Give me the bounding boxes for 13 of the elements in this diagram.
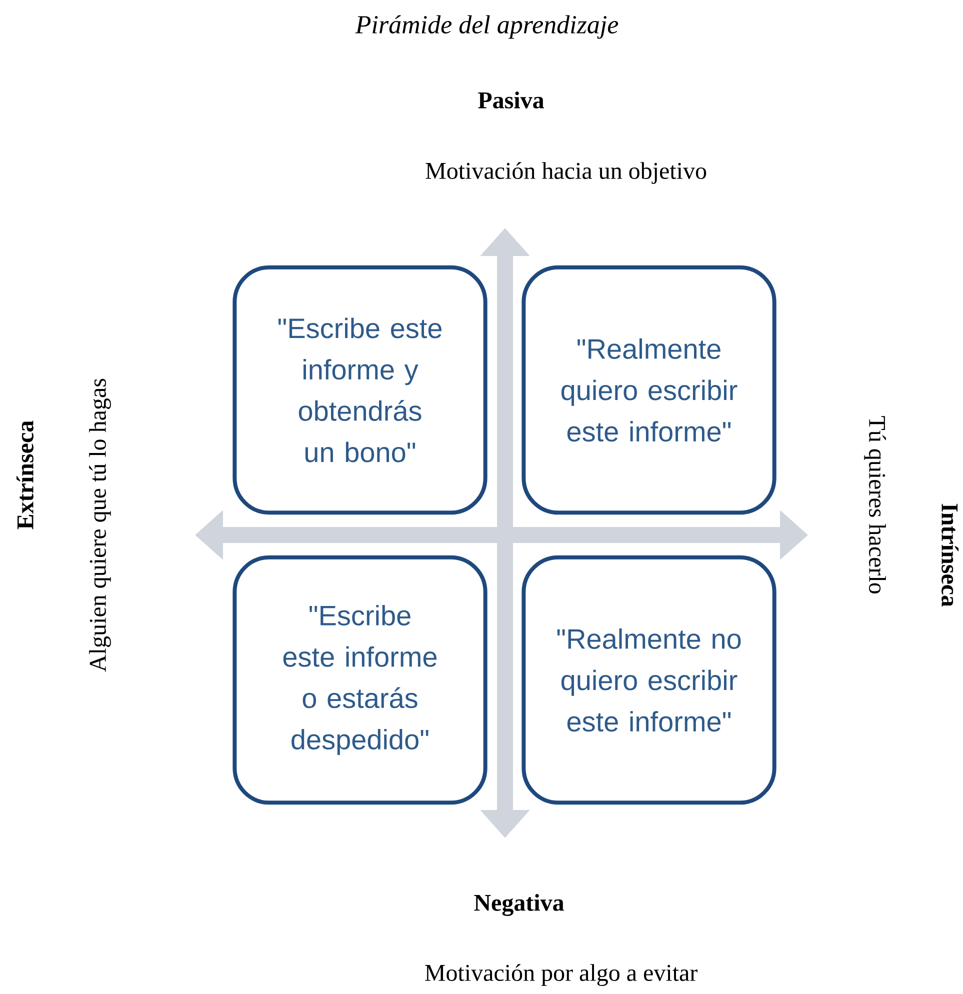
quadrant-box: "Realmente quiero escribir este informe" — [522, 265, 776, 515]
axis-label: Alguien quiere que tú lo hagas — [89, 378, 111, 672]
title: Pirámide del aprendizaje — [355, 15, 618, 39]
axis-heading: Extrínseca — [16, 420, 34, 530]
axis-label: Tú quieres hacerlo — [864, 416, 886, 594]
axis-heading: Pasiva — [478, 92, 544, 108]
quadrant-box: "Escribe este informe y obtendrás un bono" — [232, 265, 488, 515]
quadrant-box: "Realmente no quiero escribir este informe" — [522, 555, 776, 805]
axis-label: Motivación por algo a evitar — [425, 964, 698, 986]
axis-heading: Intrínseca — [942, 504, 958, 607]
quadrant-box: "Escribe este informe o estarás despedido" — [232, 555, 488, 805]
axis-label: Motivación hacia un objetivo — [426, 162, 706, 184]
axis-heading: Negativa — [474, 894, 564, 916]
